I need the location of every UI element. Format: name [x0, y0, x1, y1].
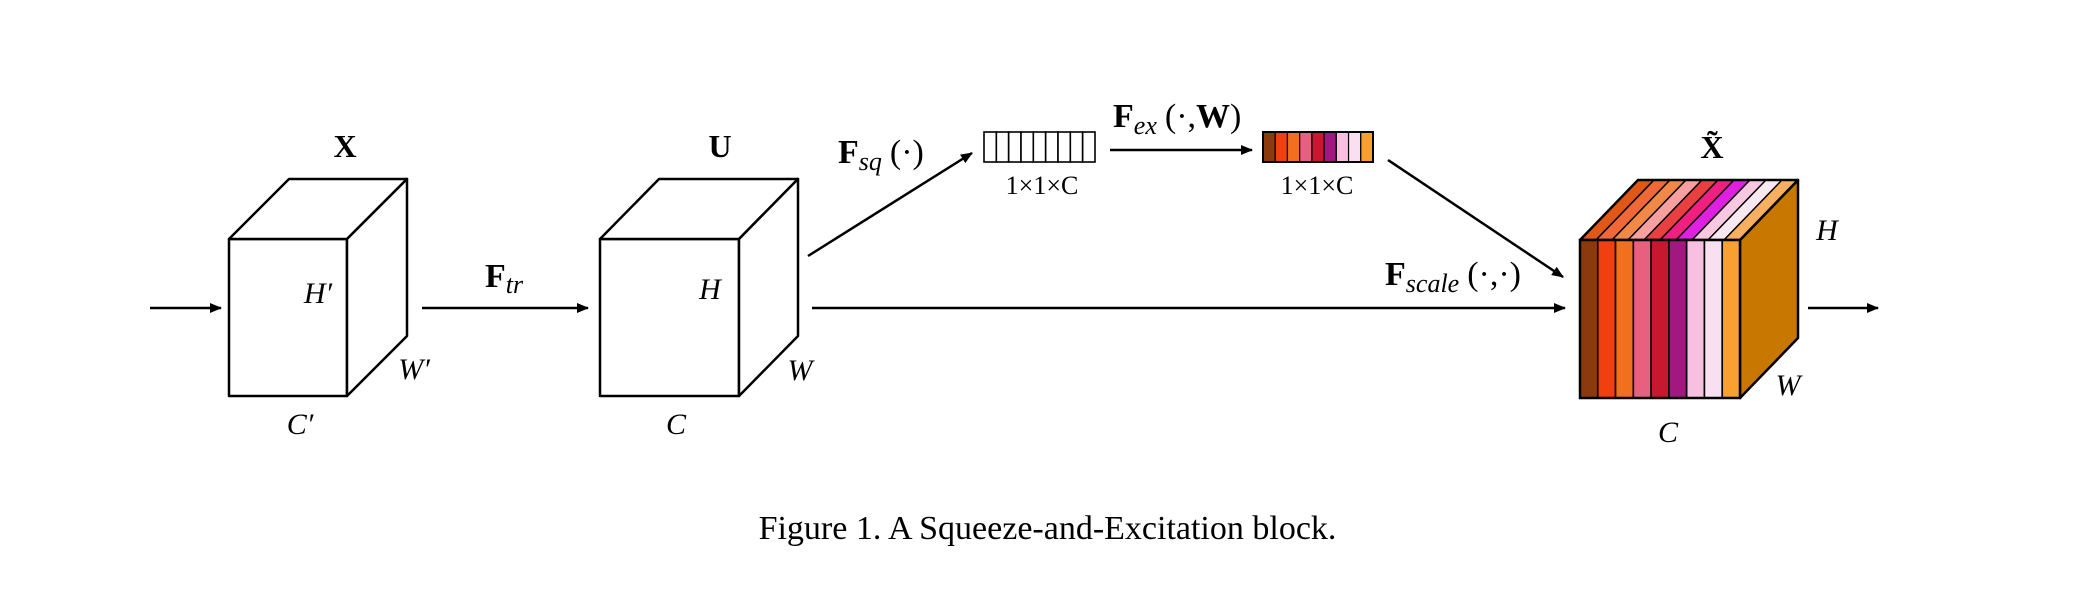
cube-u-width-label: W [788, 354, 816, 387]
squeeze-cell [995, 131, 1010, 163]
excite-cell [1311, 131, 1325, 163]
squeeze-vector [983, 131, 1096, 163]
squeeze-cell [1069, 131, 1084, 163]
excite-cell [1299, 131, 1313, 163]
excite-cell [1323, 131, 1337, 163]
cube-out-front-strip [1650, 239, 1670, 399]
cube-x-name: X [333, 128, 356, 164]
cube-out-front-strip [1632, 239, 1652, 399]
cube-out-name: X̃ [1700, 129, 1723, 165]
excite-to-output-arrow [1387, 158, 1564, 279]
cube-out-front-strip [1579, 239, 1599, 399]
excite-vector-border [1262, 131, 1374, 163]
cube-out-front-strip [1668, 239, 1688, 399]
squeeze-cell [1007, 131, 1022, 163]
cube-out-front-strip [1703, 239, 1724, 399]
squeeze-cell [1032, 131, 1047, 163]
cube-x-height-label: H′ [303, 277, 333, 310]
squeeze-cell [1081, 131, 1096, 163]
cube-u [598, 177, 800, 398]
excite-cell [1286, 131, 1301, 163]
cube-x-width-label: W′ [398, 353, 430, 386]
excite-cell [1335, 131, 1350, 163]
squeeze-vector-dims: 1×1×C [1006, 171, 1079, 200]
f-sq-arrow [807, 151, 973, 258]
cube-out-channel-label: C [1658, 416, 1679, 449]
f-tr-label: Ftr [485, 258, 524, 299]
cube-out-front-strip [1721, 239, 1741, 399]
excite-cell [1274, 131, 1289, 163]
cube-out-front-strip [1614, 239, 1635, 399]
cube-x-channel-label: C′ [287, 408, 314, 441]
cube-out-front-strip [1596, 239, 1617, 399]
squeeze-cell [1057, 131, 1072, 163]
excite-vector-dims: 1×1×C [1281, 171, 1354, 200]
f-scale-label: Fscale(·,·) [1385, 256, 1521, 298]
excite-vector [1262, 131, 1374, 163]
cube-out-width-label: W [1776, 369, 1804, 402]
cube-u-name: U [708, 128, 731, 164]
squeeze-cell [983, 131, 998, 163]
f-ex-label: Fex(·,W) [1113, 98, 1241, 140]
cube-out [1578, 178, 1800, 400]
cube-out-front-face [1578, 238, 1742, 400]
cube-u-height-label: H [698, 273, 723, 306]
f-sq-label: Fsq(·) [838, 134, 924, 176]
excite-cell [1262, 131, 1276, 163]
excite-cell [1360, 131, 1374, 163]
squeeze-cell [1020, 131, 1035, 163]
cube-out-front-strip [1685, 239, 1706, 399]
cube-u-channel-label: C [666, 408, 687, 441]
squeeze-cell [1044, 131, 1059, 163]
cube-out-height-label: H [1815, 214, 1840, 247]
cube-x [227, 177, 409, 398]
excite-cell [1347, 131, 1362, 163]
figure-caption: Figure 1. A Squeeze-and-Excitation block… [758, 510, 1337, 547]
